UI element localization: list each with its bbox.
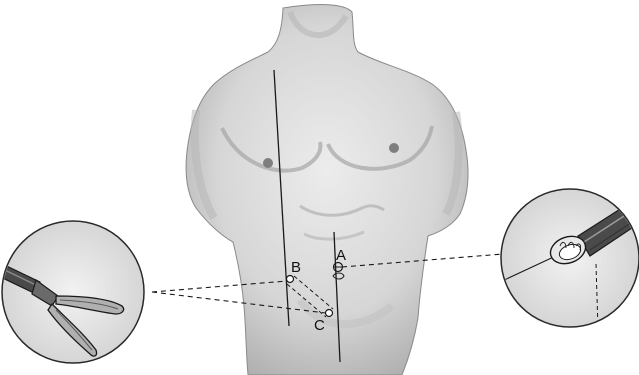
- port-b-marker: [287, 276, 294, 283]
- right-nipple: [389, 143, 399, 153]
- port-c-marker: [326, 310, 333, 317]
- grasper-forceps-icon: [0, 221, 144, 363]
- port-label-b: B: [291, 259, 301, 276]
- trocar-port-icon: [500, 189, 639, 330]
- port-label-c: C: [314, 317, 325, 334]
- left-nipple: [263, 158, 273, 168]
- torso-illustration: [186, 5, 468, 375]
- port-label-a: A: [336, 247, 346, 264]
